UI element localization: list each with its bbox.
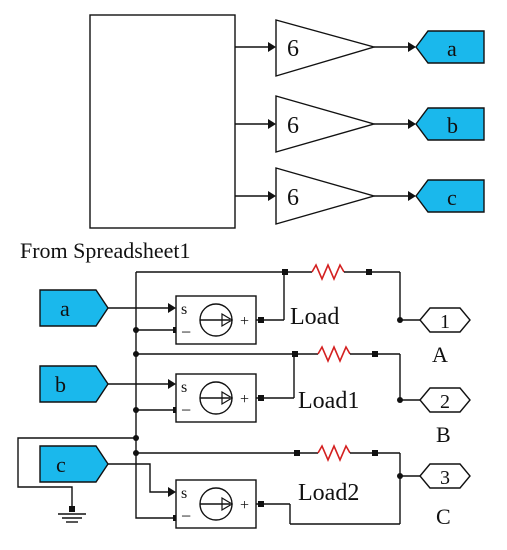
from-tag-label-b: b [55, 372, 66, 397]
from-tag-b[interactable] [39, 365, 109, 403]
outport-1[interactable] [419, 307, 471, 333]
from-spreadsheet-block[interactable] [89, 14, 236, 229]
from-tag-c[interactable] [39, 445, 109, 483]
gain-value-1: 6 [287, 36, 299, 62]
svg-text:s: s [181, 379, 187, 396]
gain-row-3: 6 c [235, 167, 485, 225]
svg-text:2: 2 [440, 391, 450, 413]
ground-symbol [58, 506, 86, 523]
goto-tag-label-b: b [447, 113, 458, 138]
svg-text:−: − [181, 400, 191, 420]
goto-tag-c[interactable] [415, 179, 485, 213]
gain-value-2: 6 [287, 113, 299, 139]
gain-block-1[interactable] [275, 19, 377, 77]
phase-a-circuit: a s − + Load 1 A [39, 262, 471, 367]
svg-text:3: 3 [440, 467, 450, 489]
gain-value-3: 6 [287, 185, 299, 211]
resistor-symbol-a [311, 262, 345, 282]
load-label-b: Load1 [298, 388, 359, 414]
gain-block-2[interactable] [275, 95, 377, 153]
phase-b-circuit: b s − + Load1 2 B [39, 344, 471, 447]
ground-wire [17, 437, 136, 510]
from-tag-label-c: c [56, 452, 66, 477]
resistor-symbol-c [317, 443, 351, 463]
load-label-c: Load2 [298, 480, 359, 506]
phase-c-circuit: c s − + Load2 3 C [39, 443, 471, 529]
phase-label-a: A [432, 342, 448, 367]
resistor-symbol-b [317, 344, 351, 364]
outport-2[interactable] [419, 387, 471, 413]
gain-row-1: 6 a [235, 19, 485, 77]
goto-tag-a[interactable] [415, 30, 485, 64]
svg-text:s: s [181, 301, 187, 318]
phase-label-c: C [436, 504, 451, 529]
phase-label-b: B [436, 422, 451, 447]
svg-text:−: − [181, 322, 191, 342]
goto-tag-label-a: a [447, 36, 457, 61]
gain-block-3[interactable] [275, 167, 377, 225]
svg-text:+: + [240, 313, 249, 330]
from-spreadsheet-label: From Spreadsheet1 [20, 238, 190, 263]
from-tag-label-a: a [60, 296, 70, 321]
svg-text:1: 1 [440, 311, 450, 333]
svg-text:+: + [240, 391, 249, 408]
outport-3[interactable] [419, 463, 471, 489]
goto-tag-b[interactable] [415, 107, 485, 141]
svg-text:+: + [240, 497, 249, 514]
svg-text:s: s [181, 485, 187, 502]
svg-text:−: − [181, 506, 191, 526]
load-label-a: Load [290, 304, 339, 330]
from-tag-a[interactable] [39, 289, 109, 327]
gain-row-2: 6 b [235, 95, 485, 153]
goto-tag-label-c: c [447, 185, 457, 210]
